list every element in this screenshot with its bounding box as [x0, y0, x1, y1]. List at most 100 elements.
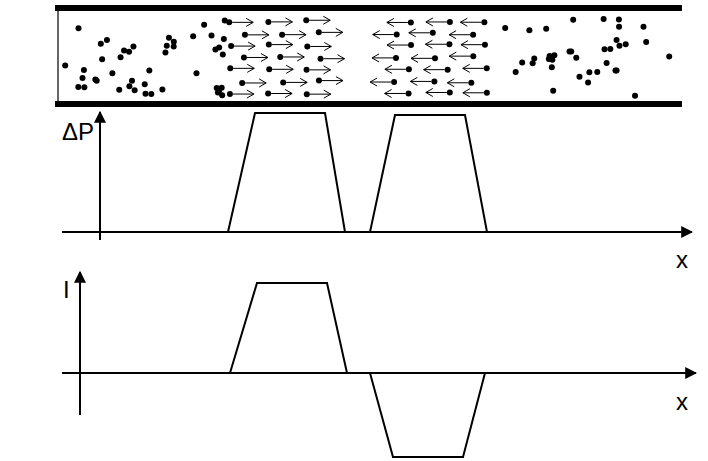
particle: [526, 27, 532, 33]
particle: [570, 17, 576, 23]
particle: [519, 59, 525, 65]
moving-particle: [279, 31, 306, 39]
moving-particle: [409, 29, 436, 37]
moving-particle: [228, 42, 255, 50]
particle: [193, 70, 199, 76]
particle: [604, 60, 610, 66]
particle: [573, 55, 579, 61]
particle: [585, 79, 591, 85]
moving-particle: [227, 64, 254, 72]
particle: [586, 69, 592, 75]
moving-particle: [387, 41, 414, 49]
moving-particle: [304, 42, 331, 50]
current-pulse: [370, 373, 485, 457]
axis-label: ΔP: [62, 120, 94, 144]
particle: [81, 84, 87, 90]
particle: [159, 87, 165, 93]
moving-particle: [373, 31, 400, 39]
particle: [550, 88, 556, 94]
particle: [607, 46, 613, 52]
particle: [616, 43, 622, 49]
axis-label: x: [676, 390, 688, 414]
particle: [551, 52, 557, 58]
moving-particle: [280, 78, 307, 86]
particle: [616, 24, 622, 30]
moving-particle: [304, 66, 331, 74]
particle: [121, 48, 127, 54]
y-axis: [99, 112, 101, 240]
moving-particle: [266, 41, 293, 49]
particle: [219, 92, 225, 98]
particle: [130, 44, 136, 50]
moving-particle: [266, 65, 293, 73]
moving-particle: [385, 89, 412, 97]
moving-particle: [449, 31, 476, 39]
y-axis: [79, 272, 81, 415]
particle: [81, 67, 87, 73]
particle: [220, 51, 226, 57]
moving-particle: [239, 79, 266, 87]
moving-particle: [385, 65, 412, 73]
particle: [190, 33, 196, 39]
moving-particle: [424, 66, 451, 74]
moving-particle: [303, 16, 330, 24]
moving-particle: [463, 64, 490, 72]
particle: [171, 39, 177, 45]
particle: [142, 81, 148, 87]
particle: [632, 93, 638, 99]
particle: [216, 44, 222, 50]
moving-particle: [227, 90, 254, 98]
particle: [201, 22, 207, 28]
particle: [614, 37, 620, 43]
particle: [80, 75, 86, 81]
x-axis: [62, 372, 696, 374]
particle: [104, 37, 110, 43]
moving-particle: [370, 78, 397, 86]
particle: [126, 49, 132, 55]
moving-particle: [460, 18, 487, 26]
particles: [62, 16, 672, 99]
pressure-pulse: [228, 113, 345, 232]
particle: [546, 56, 552, 62]
moving-particle: [304, 90, 331, 98]
particle: [129, 78, 135, 84]
current-pulse: [230, 283, 347, 373]
tube-end: [57, 11, 58, 101]
moving-particle: [411, 54, 438, 62]
particle: [75, 84, 81, 90]
particle: [623, 41, 629, 47]
moving-particle: [241, 53, 268, 61]
particle: [576, 74, 582, 80]
particle: [109, 70, 115, 76]
particle: [116, 87, 122, 93]
moving-particle: [316, 28, 343, 36]
moving-particle: [265, 18, 292, 26]
particle: [209, 33, 215, 39]
particle: [502, 25, 508, 31]
moving-particle: [265, 90, 292, 98]
particle: [76, 25, 82, 31]
particle: [567, 49, 573, 55]
particle: [132, 87, 138, 93]
particle: [513, 69, 519, 75]
particle: [148, 91, 154, 97]
moving-particle: [426, 18, 453, 26]
moving-particle: [316, 77, 343, 85]
particle: [531, 55, 537, 61]
moving-particle: [410, 77, 437, 85]
particle: [166, 35, 172, 41]
moving-particle: [426, 88, 453, 96]
particle: [614, 67, 620, 73]
particle: [99, 56, 105, 62]
moving-particle: [463, 89, 490, 97]
particle: [162, 50, 168, 56]
particle: [118, 54, 124, 60]
particle: [601, 16, 607, 22]
moving-particle: [461, 41, 488, 49]
flow-arrows: [226, 16, 490, 98]
moving-particle: [277, 53, 304, 61]
moving-particle: [447, 79, 474, 87]
moving-particle: [425, 40, 452, 48]
